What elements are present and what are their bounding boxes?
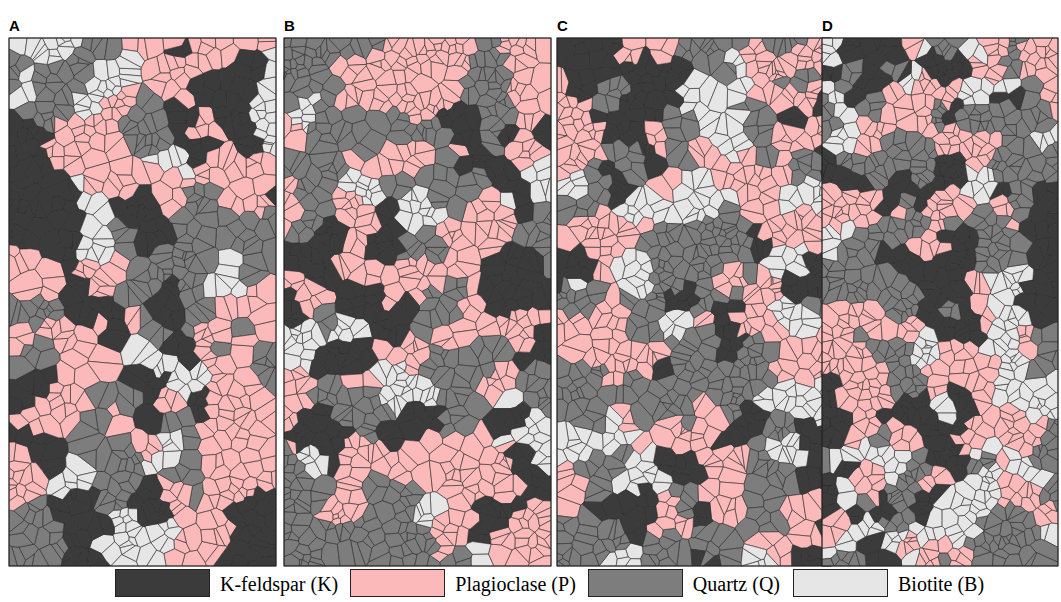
- grain-cell: [284, 47, 293, 60]
- mosaic-panel: [9, 38, 276, 566]
- grain-cell: [290, 38, 307, 47]
- grain-cell: [538, 310, 551, 325]
- grain-cell: [183, 436, 202, 450]
- grain-cell: [163, 269, 173, 274]
- mosaic-panel: [557, 38, 831, 566]
- grain-cell: [284, 256, 299, 271]
- grain-cell: [246, 489, 255, 497]
- grain-cell: [258, 38, 276, 42]
- grain-cell: [166, 111, 187, 122]
- mosaic-panel: [284, 38, 551, 566]
- grain-cell: [536, 38, 551, 63]
- grain-cell: [35, 102, 55, 114]
